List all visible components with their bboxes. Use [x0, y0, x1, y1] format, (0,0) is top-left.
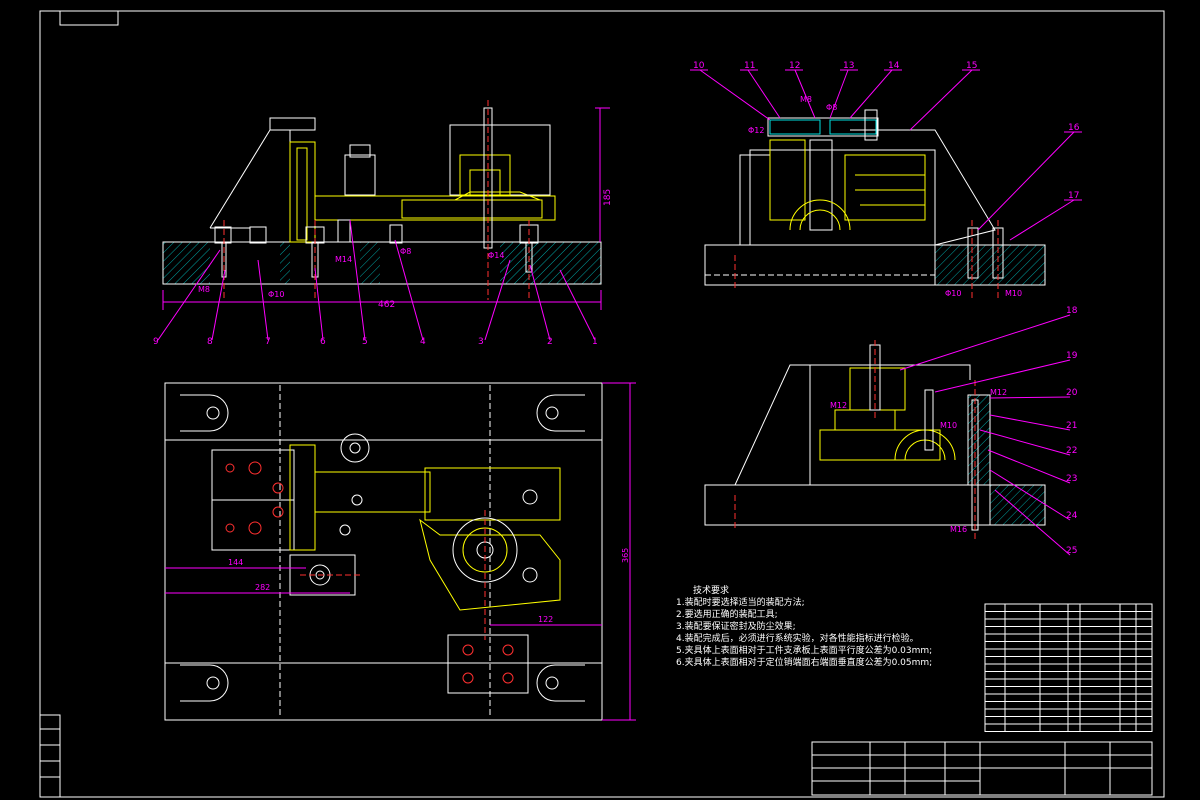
balloon-25: 25: [1066, 546, 1077, 556]
balloon-24: 24: [1066, 511, 1078, 521]
side-view: 10 11 12 13 14 15 16 17 M8 Φ12 Φ8 Φ10 M1…: [690, 61, 1082, 300]
tech-title: 技术要求: [693, 584, 729, 596]
balloon-13: 13: [843, 61, 854, 71]
balloon-15: 15: [966, 61, 977, 71]
balloon-18: 18: [1066, 306, 1078, 316]
balloon-23: 23: [1066, 474, 1077, 484]
balloon-10: 10: [693, 61, 705, 71]
front-view: 462 185 M8 Φ10 M14 Φ8 Φ14 9 8 7 6 5 4 3 …: [153, 100, 613, 347]
balloon-12: 12: [789, 61, 800, 71]
balloon-9: 9: [153, 337, 159, 347]
balloon-21: 21: [1066, 421, 1077, 431]
balloon-3: 3: [478, 337, 484, 347]
balloon-2: 2: [547, 337, 553, 347]
parts-list: [984, 603, 1153, 732]
dim-front-phi8: Φ8: [400, 247, 411, 256]
tech-requirements: 技术要求 1.装配时要选择适当的装配方法; 2.要选用正确的装配工具; 3.装配…: [676, 584, 932, 668]
dim-section-m12: M12: [830, 401, 847, 410]
balloon-16: 16: [1068, 123, 1080, 133]
balloon-20: 20: [1066, 388, 1078, 398]
dim-top-122: 122: [538, 615, 553, 624]
dim-top-144: 144: [228, 558, 243, 567]
balloon-7: 7: [265, 337, 271, 347]
section-view: 18 19 20 21 22 23 24 25 M12 M10 M12 M16: [704, 306, 1078, 556]
dim-top-365: 365: [621, 548, 630, 563]
balloon-14: 14: [888, 61, 900, 71]
dim-front-width: 462: [378, 300, 395, 310]
tech-item-6: 6.夹具体上表面相对于定位销端面右端面垂直度公差为0.05mm;: [676, 656, 932, 668]
dim-top-282: 282: [255, 583, 270, 592]
balloon-22: 22: [1066, 446, 1077, 456]
balloon-5: 5: [362, 337, 368, 347]
top-view: 144 282 122 365: [164, 382, 636, 721]
tech-item-5: 5.夹具体上表面相对于工件支承板上表面平行度公差为0.03mm;: [676, 644, 932, 656]
dim-front-m8: M8: [198, 285, 210, 294]
dim-front-phi10: Φ10: [268, 290, 284, 299]
balloon-8: 8: [207, 337, 213, 347]
tech-item-3: 3.装配要保证密封及防尘效果;: [676, 620, 796, 632]
dim-front-phi14: Φ14: [488, 251, 504, 260]
balloon-4: 4: [420, 337, 426, 347]
balloon-17: 17: [1068, 191, 1079, 201]
dim-side-phi8: Φ8: [826, 103, 837, 112]
dim-side-m10: M10: [1005, 289, 1022, 298]
balloon-6: 6: [320, 337, 326, 347]
tech-item-1: 1.装配时要选择适当的装配方法;: [676, 596, 805, 608]
dim-front-m14: M14: [335, 255, 352, 264]
balloon-11: 11: [744, 61, 755, 71]
drawing-frame: [39, 10, 1165, 798]
title-block: [811, 741, 1153, 796]
tech-item-2: 2.要选用正确的装配工具;: [676, 608, 778, 620]
dim-side-m8: M8: [800, 95, 812, 104]
dim-side-phi10: Φ10: [945, 289, 961, 298]
balloon-19: 19: [1066, 351, 1078, 361]
dim-front-height: 185: [603, 189, 613, 206]
balloon-1: 1: [592, 337, 598, 347]
dim-side-phi12: Φ12: [748, 126, 764, 135]
dim-section-m10: M10: [940, 421, 957, 430]
dim-section-m16: M16: [950, 525, 967, 534]
dim-section-m12b: M12: [990, 388, 1007, 397]
tech-item-4: 4.装配完成后，必须进行系统实验，对各性能指标进行检验。: [676, 632, 919, 644]
